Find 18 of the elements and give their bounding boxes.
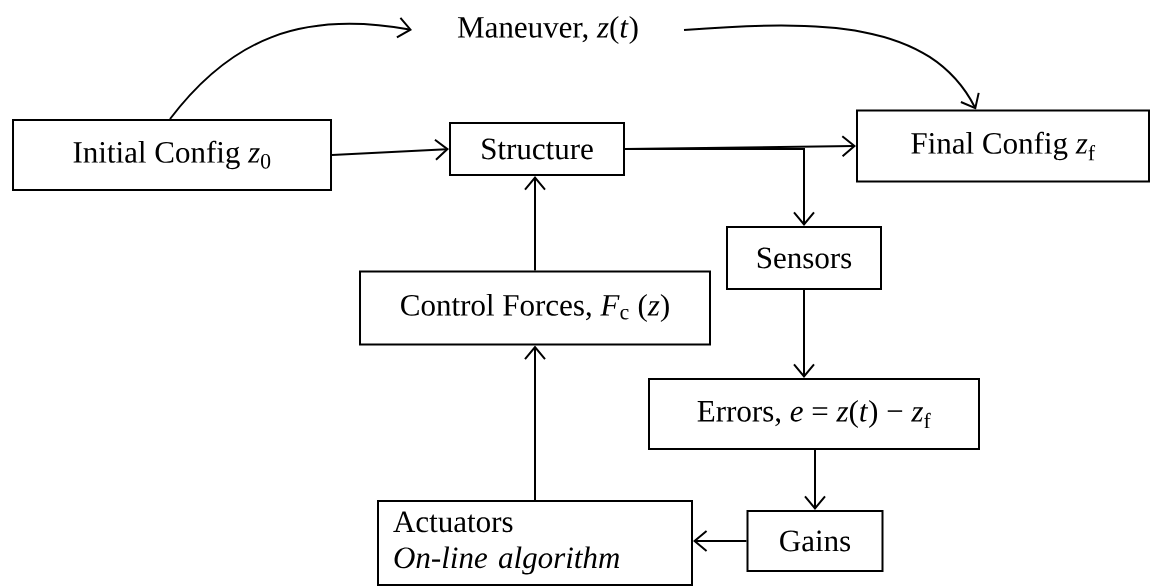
- process-box: Initial Config z$_{0}$: [12, 119, 332, 191]
- arrow: [524, 345, 546, 501]
- arrow: [624, 148, 815, 226]
- arrow: [331, 138, 449, 161]
- arrow: [793, 289, 815, 378]
- arrow: [524, 176, 546, 272]
- process-box: Actuators On-line algorithm: [377, 500, 693, 586]
- process-box: Sensors: [726, 226, 882, 290]
- maneuver-label: Maneuver, z(t): [457, 15, 638, 45]
- arrow: [683, 24, 980, 110]
- process-box: Gains: [746, 510, 884, 572]
- process-box: Structure: [449, 122, 625, 176]
- arrow: [693, 530, 748, 552]
- arrow: [169, 16, 412, 120]
- process-box: Errors, e = z(t) − z$_{f}$: [648, 378, 980, 450]
- process-box: Control Forces, F$_{c}$ (z): [359, 270, 711, 346]
- process-box: Final Config z$_{f}$: [856, 109, 1150, 183]
- arrow: [804, 449, 826, 510]
